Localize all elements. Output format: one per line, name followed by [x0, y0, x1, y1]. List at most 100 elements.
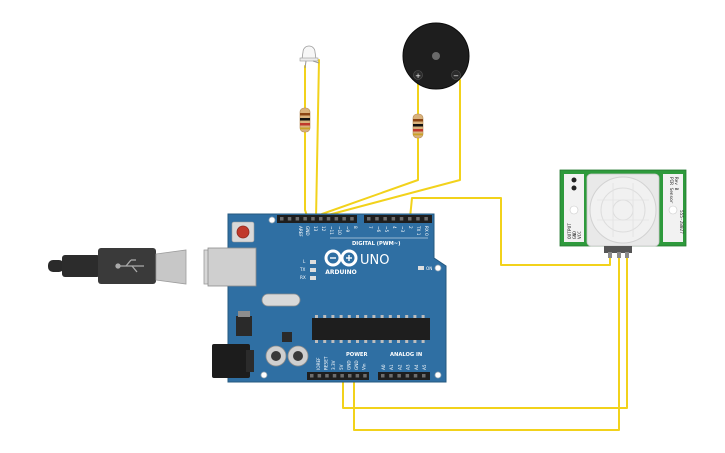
top-pin-label: AREF [298, 226, 303, 237]
analog-pin-label: A5 [422, 364, 427, 370]
usb-plug-icon [115, 259, 144, 273]
header-hole[interactable] [319, 217, 323, 221]
power-pin-label: GND [346, 360, 351, 370]
analog-pin-label: A0 [381, 364, 386, 370]
header-hole[interactable] [342, 217, 346, 221]
wire-buzzer-negative[interactable] [312, 79, 461, 220]
header-hole[interactable] [326, 217, 331, 221]
power-label: POWER [346, 352, 367, 358]
analog-pin-label: A3 [406, 364, 411, 370]
header-hole[interactable] [325, 374, 329, 378]
header-hole[interactable] [303, 217, 307, 221]
header-power[interactable] [307, 372, 369, 380]
top-pin-label: 2 [408, 226, 413, 229]
header-hole[interactable] [350, 217, 354, 221]
header-hole[interactable] [422, 374, 426, 378]
header-hole[interactable] [383, 217, 387, 221]
wire-led-anode[interactable] [315, 59, 320, 220]
pir-label-sensor: PIR Sensor [668, 177, 674, 204]
dc-power-jack [212, 344, 250, 378]
piezo-buzzer[interactable]: + − [402, 22, 470, 90]
header-hole[interactable] [389, 374, 393, 378]
led-rim [299, 57, 319, 62]
header-hole[interactable] [424, 217, 428, 221]
board-usb-port [207, 247, 257, 287]
voltage-regulator [236, 316, 252, 336]
top-pin-label: RX 0 [424, 226, 429, 236]
header-top-left[interactable] [277, 215, 357, 223]
pir-label-partno: 555-28027 [678, 210, 684, 234]
pir-label-output: OUTPUT [567, 223, 573, 239]
mount-hole [260, 371, 268, 379]
led[interactable] [299, 45, 320, 69]
pir-label-vcc: VCC [577, 231, 583, 239]
smd-chip [282, 332, 292, 342]
header-hole[interactable] [295, 217, 300, 221]
header-hole[interactable] [355, 374, 360, 378]
top-pin-label: 4 [392, 226, 397, 229]
power-pin-label: Vin [362, 363, 367, 370]
top-pin-label: 13 [313, 226, 318, 232]
pir-jumper [571, 185, 577, 191]
pir-label-gnd: GND [572, 231, 578, 239]
header-hole[interactable] [310, 374, 314, 378]
header-hole[interactable] [334, 217, 339, 221]
header-hole[interactable] [367, 217, 371, 221]
wires [304, 59, 628, 431]
reset-button[interactable] [236, 225, 250, 239]
analog-pin-label: A2 [397, 364, 402, 370]
on-label: ON [426, 266, 432, 271]
arduino-logo-icon [324, 249, 358, 267]
top-pin-label: ~6 [376, 226, 381, 233]
header-hole[interactable] [381, 374, 385, 378]
top-pin-label: ~5 [384, 226, 389, 233]
resistor-led[interactable] [299, 107, 311, 133]
resistor-buzzer[interactable] [412, 113, 424, 139]
analog-label: ANALOG IN [390, 352, 422, 358]
header-hole[interactable] [397, 374, 401, 378]
header-hole[interactable] [408, 217, 412, 221]
buzzer-hole [432, 52, 440, 60]
bottom-header-holes [310, 374, 426, 378]
smd-chip [310, 268, 316, 272]
analog-pin-label: A1 [389, 364, 394, 370]
header-hole[interactable] [399, 217, 404, 221]
header-hole[interactable] [332, 374, 337, 378]
wire-buzzer-positive[interactable] [321, 79, 419, 215]
top-pin-label: GND [305, 226, 310, 236]
header-hole[interactable] [413, 374, 418, 378]
header-hole[interactable] [363, 374, 367, 378]
header-hole[interactable] [348, 374, 352, 378]
wire-pir-vcc[interactable] [342, 251, 628, 409]
header-hole[interactable] [391, 217, 396, 221]
usb-cable-strain-relief [48, 260, 64, 272]
header-hole[interactable] [416, 217, 420, 221]
usb-plug-connector [155, 249, 187, 285]
header-hole[interactable] [317, 374, 322, 378]
header-analog[interactable] [378, 372, 430, 380]
wire-pir-gnd[interactable] [353, 251, 620, 431]
pir-sensor[interactable]: OUTPUT GND VCC PIR Sensor Rev B 555-2802… [559, 169, 687, 258]
top-pin-label: 12 [321, 226, 326, 232]
pir-pin-header[interactable] [604, 246, 632, 253]
header-hole[interactable] [375, 217, 379, 221]
header-hole[interactable] [340, 374, 344, 378]
header-hole[interactable] [280, 217, 284, 221]
header-top-right[interactable] [364, 215, 432, 223]
top-pin-label: ~10 [337, 226, 342, 235]
top-pin-label: ~11 [329, 226, 334, 235]
power-pin-label: 5V [339, 364, 344, 370]
buzzer-minus-label: − [453, 72, 459, 80]
header-hole[interactable] [405, 374, 410, 378]
wire-led-cathode[interactable] [304, 65, 309, 220]
power-pin-label: IOREF [316, 357, 321, 370]
pir-jumper [571, 177, 577, 183]
led-rx-label: RX [300, 275, 306, 280]
wire-pir-output[interactable] [409, 197, 611, 266]
header-hole[interactable] [287, 217, 292, 221]
header-hole[interactable] [311, 217, 315, 221]
